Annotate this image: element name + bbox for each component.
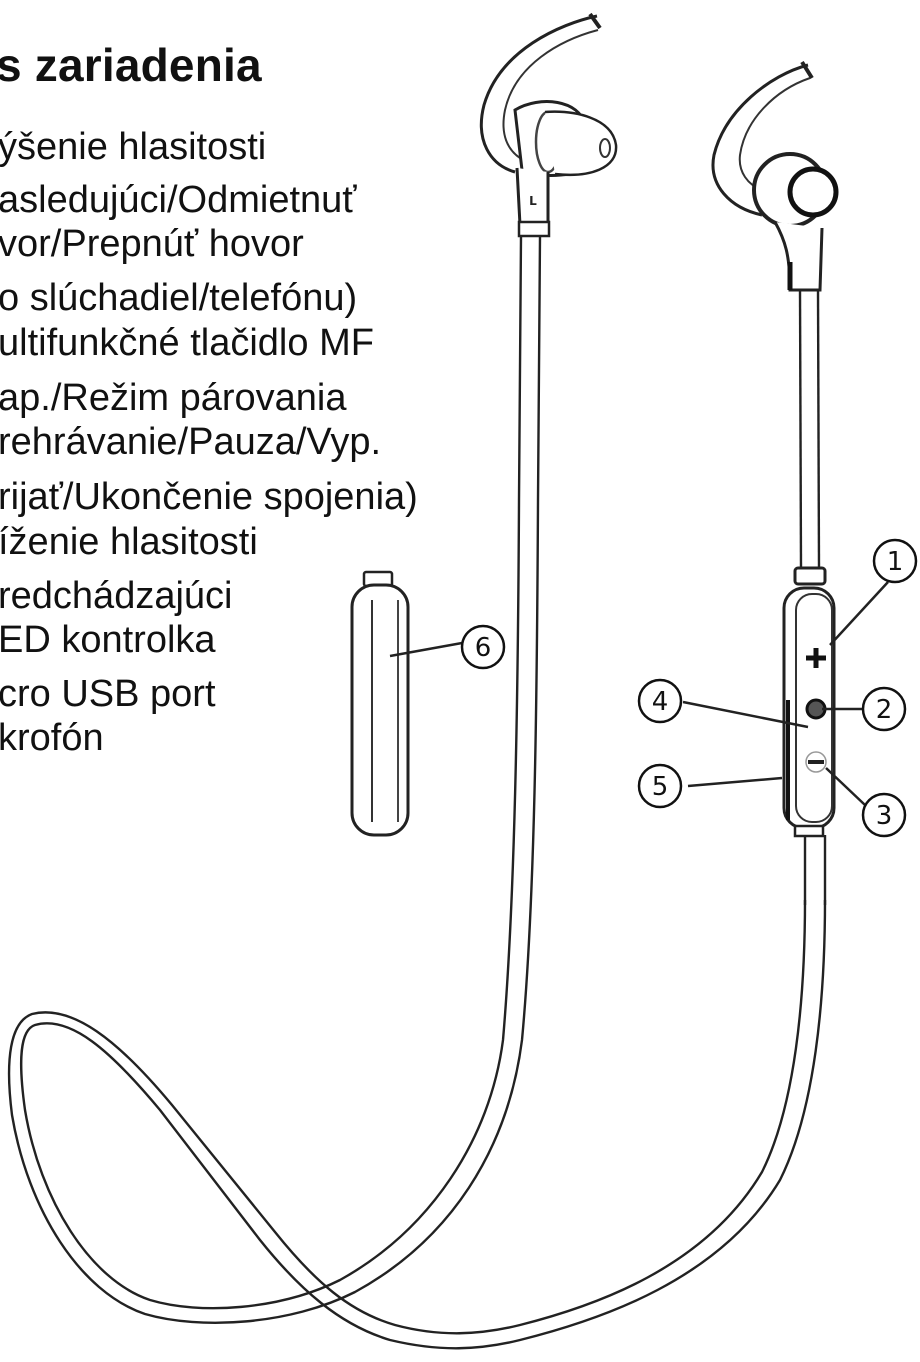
callout-3: 3 [861, 792, 907, 838]
desc-line-pairing: ap./Režim párovania [0, 377, 347, 419]
svg-text:2: 2 [876, 695, 893, 725]
callout-1: 1 [872, 538, 918, 584]
callout-2: 2 [861, 686, 907, 732]
desc-line-mic: krofón [0, 717, 104, 759]
desc-line-previous: redchádzajúci [0, 575, 233, 617]
volume-down-button-glyph [805, 751, 827, 773]
svg-text:6: 6 [475, 633, 492, 663]
battery-pod [350, 570, 410, 837]
desc-line-led: ED kontrolka [0, 619, 216, 661]
desc-line-usb: cro USB port [0, 673, 216, 715]
desc-line-mf-button: ultifunkčné tlačidlo MF [0, 322, 374, 364]
svg-text:5: 5 [652, 772, 669, 802]
earbud-left-label: L [529, 194, 537, 208]
svg-text:1: 1 [887, 547, 904, 577]
desc-line-volume-up: ýšenie hlasitosti [0, 126, 267, 168]
callout-leaders [389, 581, 889, 806]
section-title: s zariadenia [0, 39, 262, 91]
desc-line-volume-down: íženie hlasitosti [0, 521, 258, 563]
svg-text:3: 3 [876, 801, 893, 831]
desc-line-headset-phone: o slúchadiel/telefónu) [0, 277, 358, 319]
desc-line-next: asledujúci/Odmietnuť [0, 179, 357, 221]
volume-up-button-glyph [806, 648, 826, 668]
cable [7, 235, 827, 1350]
callout-4: 4 [637, 678, 683, 724]
callout-5: 5 [637, 763, 683, 809]
svg-text:4: 4 [652, 687, 669, 717]
left-earbud: L [479, 12, 618, 238]
desc-line-accept-end: rijať/Ukončenie spojenia) [0, 476, 418, 518]
callout-6: 6 [460, 624, 506, 670]
desc-line-play-pause: rehrávanie/Pauza/Vyp. [0, 421, 382, 463]
remote-control [782, 566, 836, 838]
desc-line-switch-call: vor/Prepnúť hovor [0, 223, 304, 265]
right-earbud [711, 60, 839, 292]
